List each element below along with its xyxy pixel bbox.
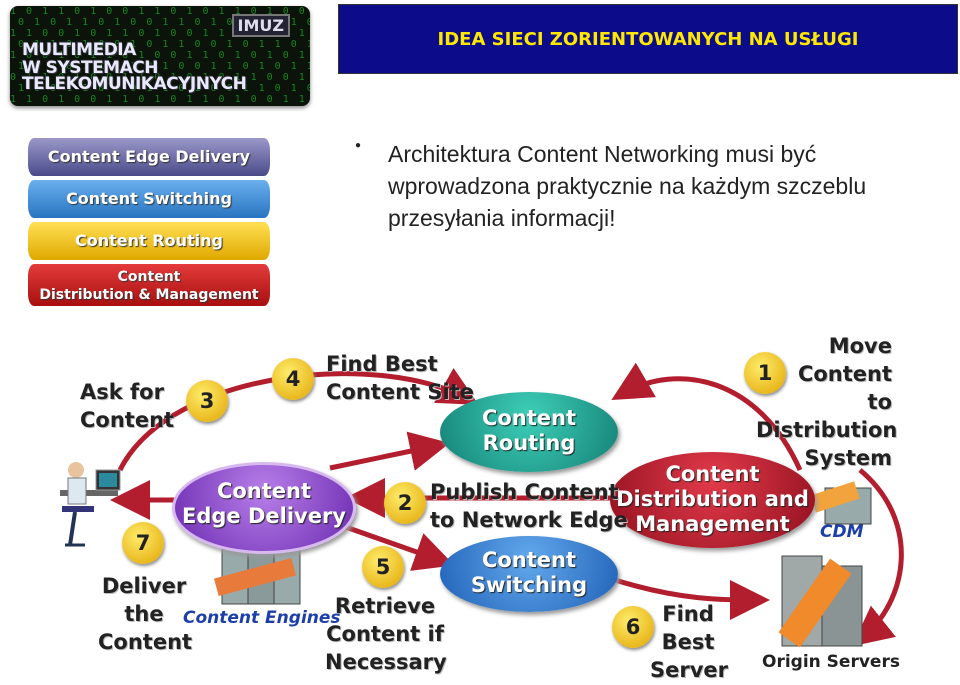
oval-label: Routing bbox=[482, 431, 576, 455]
layer-content-edge-delivery: Content Edge Delivery bbox=[28, 138, 270, 176]
step-2-line: to Network Edge bbox=[430, 508, 628, 532]
step-7-line: the bbox=[124, 602, 164, 626]
arrow-move bbox=[852, 468, 904, 647]
step-number-6: 6 bbox=[612, 606, 654, 648]
step-7-line: Deliver bbox=[101, 574, 187, 598]
oval-label: Edge Delivery bbox=[181, 504, 346, 528]
layer-label: Content Switching bbox=[66, 189, 232, 208]
step-6-line: Best bbox=[661, 630, 715, 654]
step-1-label: Move Content to Distribution System bbox=[756, 332, 898, 472]
layer-label: Content Edge Delivery bbox=[47, 147, 251, 166]
step-1-line: System bbox=[804, 446, 892, 470]
step-3-label: Ask for Content bbox=[80, 378, 174, 434]
oval-content-edge-delivery: Content Edge Delivery bbox=[172, 462, 356, 554]
step-4-line: Find Best bbox=[326, 352, 438, 376]
page-title: IDEA SIECI ZORIENTOWANYCH NA USŁUGI bbox=[437, 29, 859, 50]
layer-content-routing: Content Routing bbox=[28, 222, 270, 260]
oval-label: Content bbox=[216, 479, 312, 503]
step-6-line: Find bbox=[662, 602, 714, 626]
logo-line-1: MULTIMEDIA bbox=[22, 40, 136, 60]
layer-label: Content Routing bbox=[75, 231, 223, 250]
oval-label: Content bbox=[665, 462, 760, 486]
arrow-dist-up bbox=[611, 362, 803, 472]
layer-label-line-1: Content bbox=[117, 269, 181, 285]
step-number-7: 7 bbox=[122, 522, 164, 564]
content-engines-icon bbox=[214, 547, 301, 605]
step-number-1: 1 bbox=[744, 352, 786, 394]
origin-servers-icon bbox=[778, 555, 863, 648]
step-3-line: Content bbox=[80, 408, 175, 432]
oval-label: Content bbox=[481, 548, 577, 572]
oval-content-switching: Content Switching bbox=[440, 536, 618, 612]
title-bar: IDEA SIECI ZORIENTOWANYCH NA USŁUGI bbox=[338, 4, 958, 74]
oval-label: Distribution and bbox=[616, 487, 809, 511]
step-1-line: to bbox=[867, 390, 892, 414]
content-engines-label: Content Engines bbox=[183, 608, 341, 628]
origin-servers-label: Origin Servers bbox=[762, 652, 900, 672]
oval-label: Switching bbox=[470, 573, 588, 597]
step-number-4: 4 bbox=[272, 358, 314, 400]
oval-content-routing: Content Routing bbox=[440, 392, 618, 472]
step-5-line: Content if bbox=[326, 622, 444, 646]
oval-content-distribution: Content Distribution and Management bbox=[610, 452, 815, 548]
arrow-switch-origin bbox=[614, 577, 770, 620]
arrow-edge-routing bbox=[329, 431, 450, 471]
step-5-label: Retrieve Content if Necessary bbox=[325, 592, 447, 676]
step-2-label: Publish Content to Network Edge bbox=[430, 478, 628, 534]
bullet-text: Architektura Content Networking musi być… bbox=[388, 141, 867, 231]
step-number-5: 5 bbox=[362, 546, 404, 588]
step-7-label: Deliver the Content bbox=[98, 572, 193, 656]
logo-badge: IMUZ bbox=[231, 14, 290, 37]
step-number-3: 3 bbox=[186, 380, 228, 422]
step-4-line: Content Site bbox=[326, 380, 474, 404]
cdm-label: CDM bbox=[820, 522, 864, 542]
step-5-line: Necessary bbox=[325, 650, 447, 674]
step-6-label: Find Best Server bbox=[650, 600, 729, 684]
step-6-line: Server bbox=[650, 658, 729, 682]
step-5-line: Retrieve bbox=[334, 594, 436, 618]
step-1-line: Content bbox=[797, 362, 892, 386]
oval-label: Content bbox=[481, 406, 577, 430]
oval-label: Management bbox=[635, 512, 790, 536]
cdm-icon bbox=[810, 481, 872, 525]
arrow-edge-switch bbox=[339, 522, 455, 571]
step-4-label: Find Best Content Site bbox=[326, 350, 474, 406]
step-2-line: Publish Content bbox=[430, 480, 619, 504]
bullet-icon: ● bbox=[355, 140, 362, 151]
step-3-line: Ask for bbox=[80, 380, 164, 404]
matrix-rain-decoration: 1 0 1 1 0 1 0 0 1 1 0 1 0 1 1 0 1 0 0 1 … bbox=[10, 6, 310, 105]
user-computer-icon bbox=[60, 462, 121, 547]
layer-content-switching: Content Switching bbox=[28, 180, 270, 218]
logo: 1 0 1 1 0 1 0 0 1 1 0 1 0 1 1 0 1 0 0 1 … bbox=[10, 6, 310, 106]
logo-line-2: W SYSTEMACH bbox=[22, 58, 158, 78]
step-7-line: Content bbox=[98, 630, 193, 654]
step-number-2: 2 bbox=[384, 482, 426, 524]
step-1-line: Distribution bbox=[756, 418, 898, 442]
layer-label-line-2: Distribution & Management bbox=[39, 287, 259, 303]
step-1-line: Move bbox=[828, 334, 892, 358]
logo-line-3: TELEKOMUNIKACYJNYCH bbox=[22, 74, 247, 94]
